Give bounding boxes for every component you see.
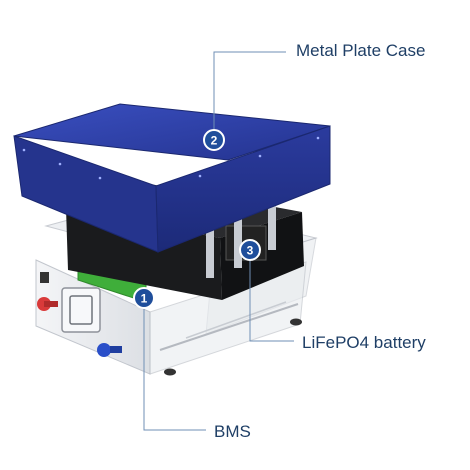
blue-terminal-icon [97, 343, 111, 357]
leader-line-case [213, 51, 286, 140]
terminals [37, 297, 122, 357]
badge-number: 2 [211, 134, 218, 148]
callout-badge-3: 3 [239, 239, 261, 261]
metal-plate-case [13, 103, 331, 253]
power-switch [40, 272, 49, 283]
badge-number: 3 [247, 244, 254, 258]
callout-badge-2: 2 [203, 129, 225, 151]
leader-line-battery [249, 250, 294, 342]
bms-label: BMS [214, 422, 251, 441]
handle [61, 287, 101, 333]
badge-number: 1 [141, 292, 148, 306]
leader-lines [143, 51, 294, 431]
leader-line-bms [143, 298, 206, 431]
callout-badge-1: 1 [133, 287, 155, 309]
lifepo4-battery-label: LiFePO4 battery [302, 333, 426, 352]
metal-plate-case-label: Metal Plate Case [296, 41, 426, 60]
